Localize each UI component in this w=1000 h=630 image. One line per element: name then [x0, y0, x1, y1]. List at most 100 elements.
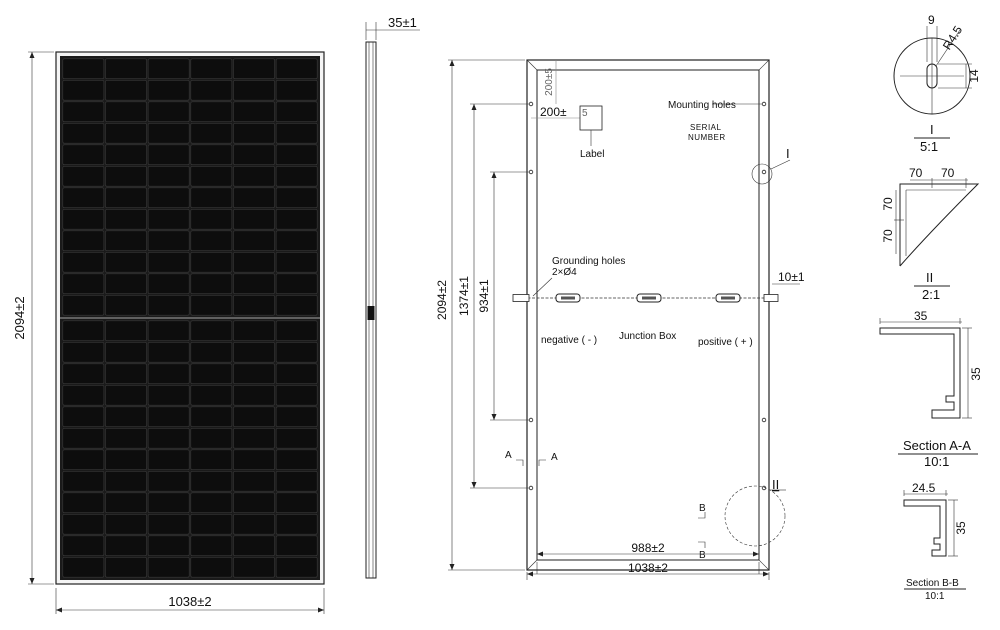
- solar-cell: [147, 187, 190, 209]
- solar-cell: [62, 513, 105, 535]
- section-a-scale: 10:1: [924, 454, 949, 469]
- solar-cell: [147, 144, 190, 166]
- solar-cell: [62, 80, 105, 101]
- solar-cell: [147, 384, 190, 406]
- solar-cell: [233, 320, 275, 341]
- solar-cell: [62, 58, 105, 79]
- solar-cell: [62, 273, 105, 294]
- solar-cell: [190, 144, 233, 166]
- solar-cell: [275, 513, 318, 535]
- solar-cell: [190, 363, 233, 384]
- outer-width-dim: 1038±2: [628, 561, 668, 575]
- solar-cell: [147, 294, 190, 316]
- solar-cell: [275, 556, 318, 578]
- solar-cell: [62, 294, 105, 316]
- label-offset-dim: 200±: [540, 105, 567, 119]
- grounding-holes-label: Grounding holes: [552, 256, 625, 267]
- solar-cell: [105, 341, 147, 363]
- detail-1-height-dim: 14: [967, 69, 981, 83]
- solar-cell: [233, 80, 275, 101]
- solar-cell: [275, 470, 318, 492]
- solar-cell: [190, 492, 233, 513]
- detail-2-title: II: [926, 270, 933, 285]
- solar-cell: [105, 470, 147, 492]
- solar-cell: [105, 209, 147, 230]
- detail-2-scale: 2:1: [922, 287, 940, 302]
- solar-cell: [233, 144, 275, 166]
- top-offset-dim: 200±5: [544, 68, 555, 96]
- solar-cell: [147, 101, 190, 123]
- solar-cell: [233, 187, 275, 209]
- solar-cell: [233, 535, 275, 556]
- solar-cell: [147, 58, 190, 79]
- solar-cell: [62, 492, 105, 513]
- solar-cell: [275, 294, 318, 316]
- detail-2-dim-b: 70: [941, 166, 955, 180]
- solar-cell: [190, 209, 233, 230]
- section-b-title: Section B-B: [906, 578, 959, 589]
- solar-cell: [62, 556, 105, 578]
- detail-1-marker: I: [786, 146, 790, 161]
- solar-cell: [275, 492, 318, 513]
- grounding-holes-spec: 2×Ø4: [552, 267, 577, 278]
- solar-cell: [190, 101, 233, 123]
- solar-cell: [190, 294, 233, 316]
- solar-cell: [275, 363, 318, 384]
- solar-cell: [147, 406, 190, 427]
- solar-cell: [105, 363, 147, 384]
- solar-cell: [190, 187, 233, 209]
- solar-cell: [275, 384, 318, 406]
- solar-cell: [233, 363, 275, 384]
- detail-1: 9 R4.5 14 I 5:1: [893, 13, 981, 154]
- solar-cell: [147, 209, 190, 230]
- solar-cell: [275, 320, 318, 341]
- detail-2-dim-c: 70: [881, 197, 895, 211]
- mounting-holes: [528, 101, 767, 491]
- detail-2-dim-d: 70: [881, 229, 895, 243]
- solar-cell: [105, 513, 147, 535]
- solar-cell: [105, 58, 147, 79]
- solar-cell: [233, 273, 275, 294]
- solar-cell: [190, 166, 233, 187]
- solar-cell: [190, 80, 233, 101]
- solar-cell: [275, 230, 318, 252]
- section-b-marker-top: B: [699, 503, 706, 514]
- solar-cell: [105, 320, 147, 341]
- solar-cell: [147, 320, 190, 341]
- detail-1-title: I: [930, 122, 934, 137]
- solar-cell: [147, 273, 190, 294]
- section-b-scale: 10:1: [925, 591, 945, 602]
- solar-cell: [233, 101, 275, 123]
- solar-cell: [275, 427, 318, 449]
- solar-cell: [105, 406, 147, 427]
- detail-2: 70 70 70 70 II 2:1: [881, 166, 980, 302]
- back-view: 2094±2 1374±1 934±1 200±5 200± 5 Label M…: [435, 59, 805, 580]
- solar-cell: [147, 427, 190, 449]
- solar-cell: [147, 535, 190, 556]
- solar-cell: [62, 535, 105, 556]
- solar-cell: [105, 556, 147, 578]
- solar-cell: [190, 230, 233, 252]
- solar-cell: [62, 320, 105, 341]
- solar-cell: [105, 166, 147, 187]
- solar-cell: [190, 252, 233, 273]
- solar-cell: [147, 556, 190, 578]
- solar-cell: [62, 166, 105, 187]
- detail-1-circle: [751, 163, 773, 185]
- solar-cell: [62, 123, 105, 144]
- solar-cell: [190, 123, 233, 144]
- solar-cell: [275, 166, 318, 187]
- solar-cell: [105, 252, 147, 273]
- label-offset-tol: 5: [582, 108, 588, 119]
- solar-cell: [147, 252, 190, 273]
- solar-cell: [275, 535, 318, 556]
- solar-cell: [190, 513, 233, 535]
- solar-cell: [105, 384, 147, 406]
- solar-cell: [147, 80, 190, 101]
- solar-cell: [233, 58, 275, 79]
- section-a-width-dim: 35: [914, 309, 928, 323]
- side-thickness-dim: 35±1: [388, 15, 417, 30]
- solar-cell: [105, 80, 147, 101]
- solar-cell: [275, 80, 318, 101]
